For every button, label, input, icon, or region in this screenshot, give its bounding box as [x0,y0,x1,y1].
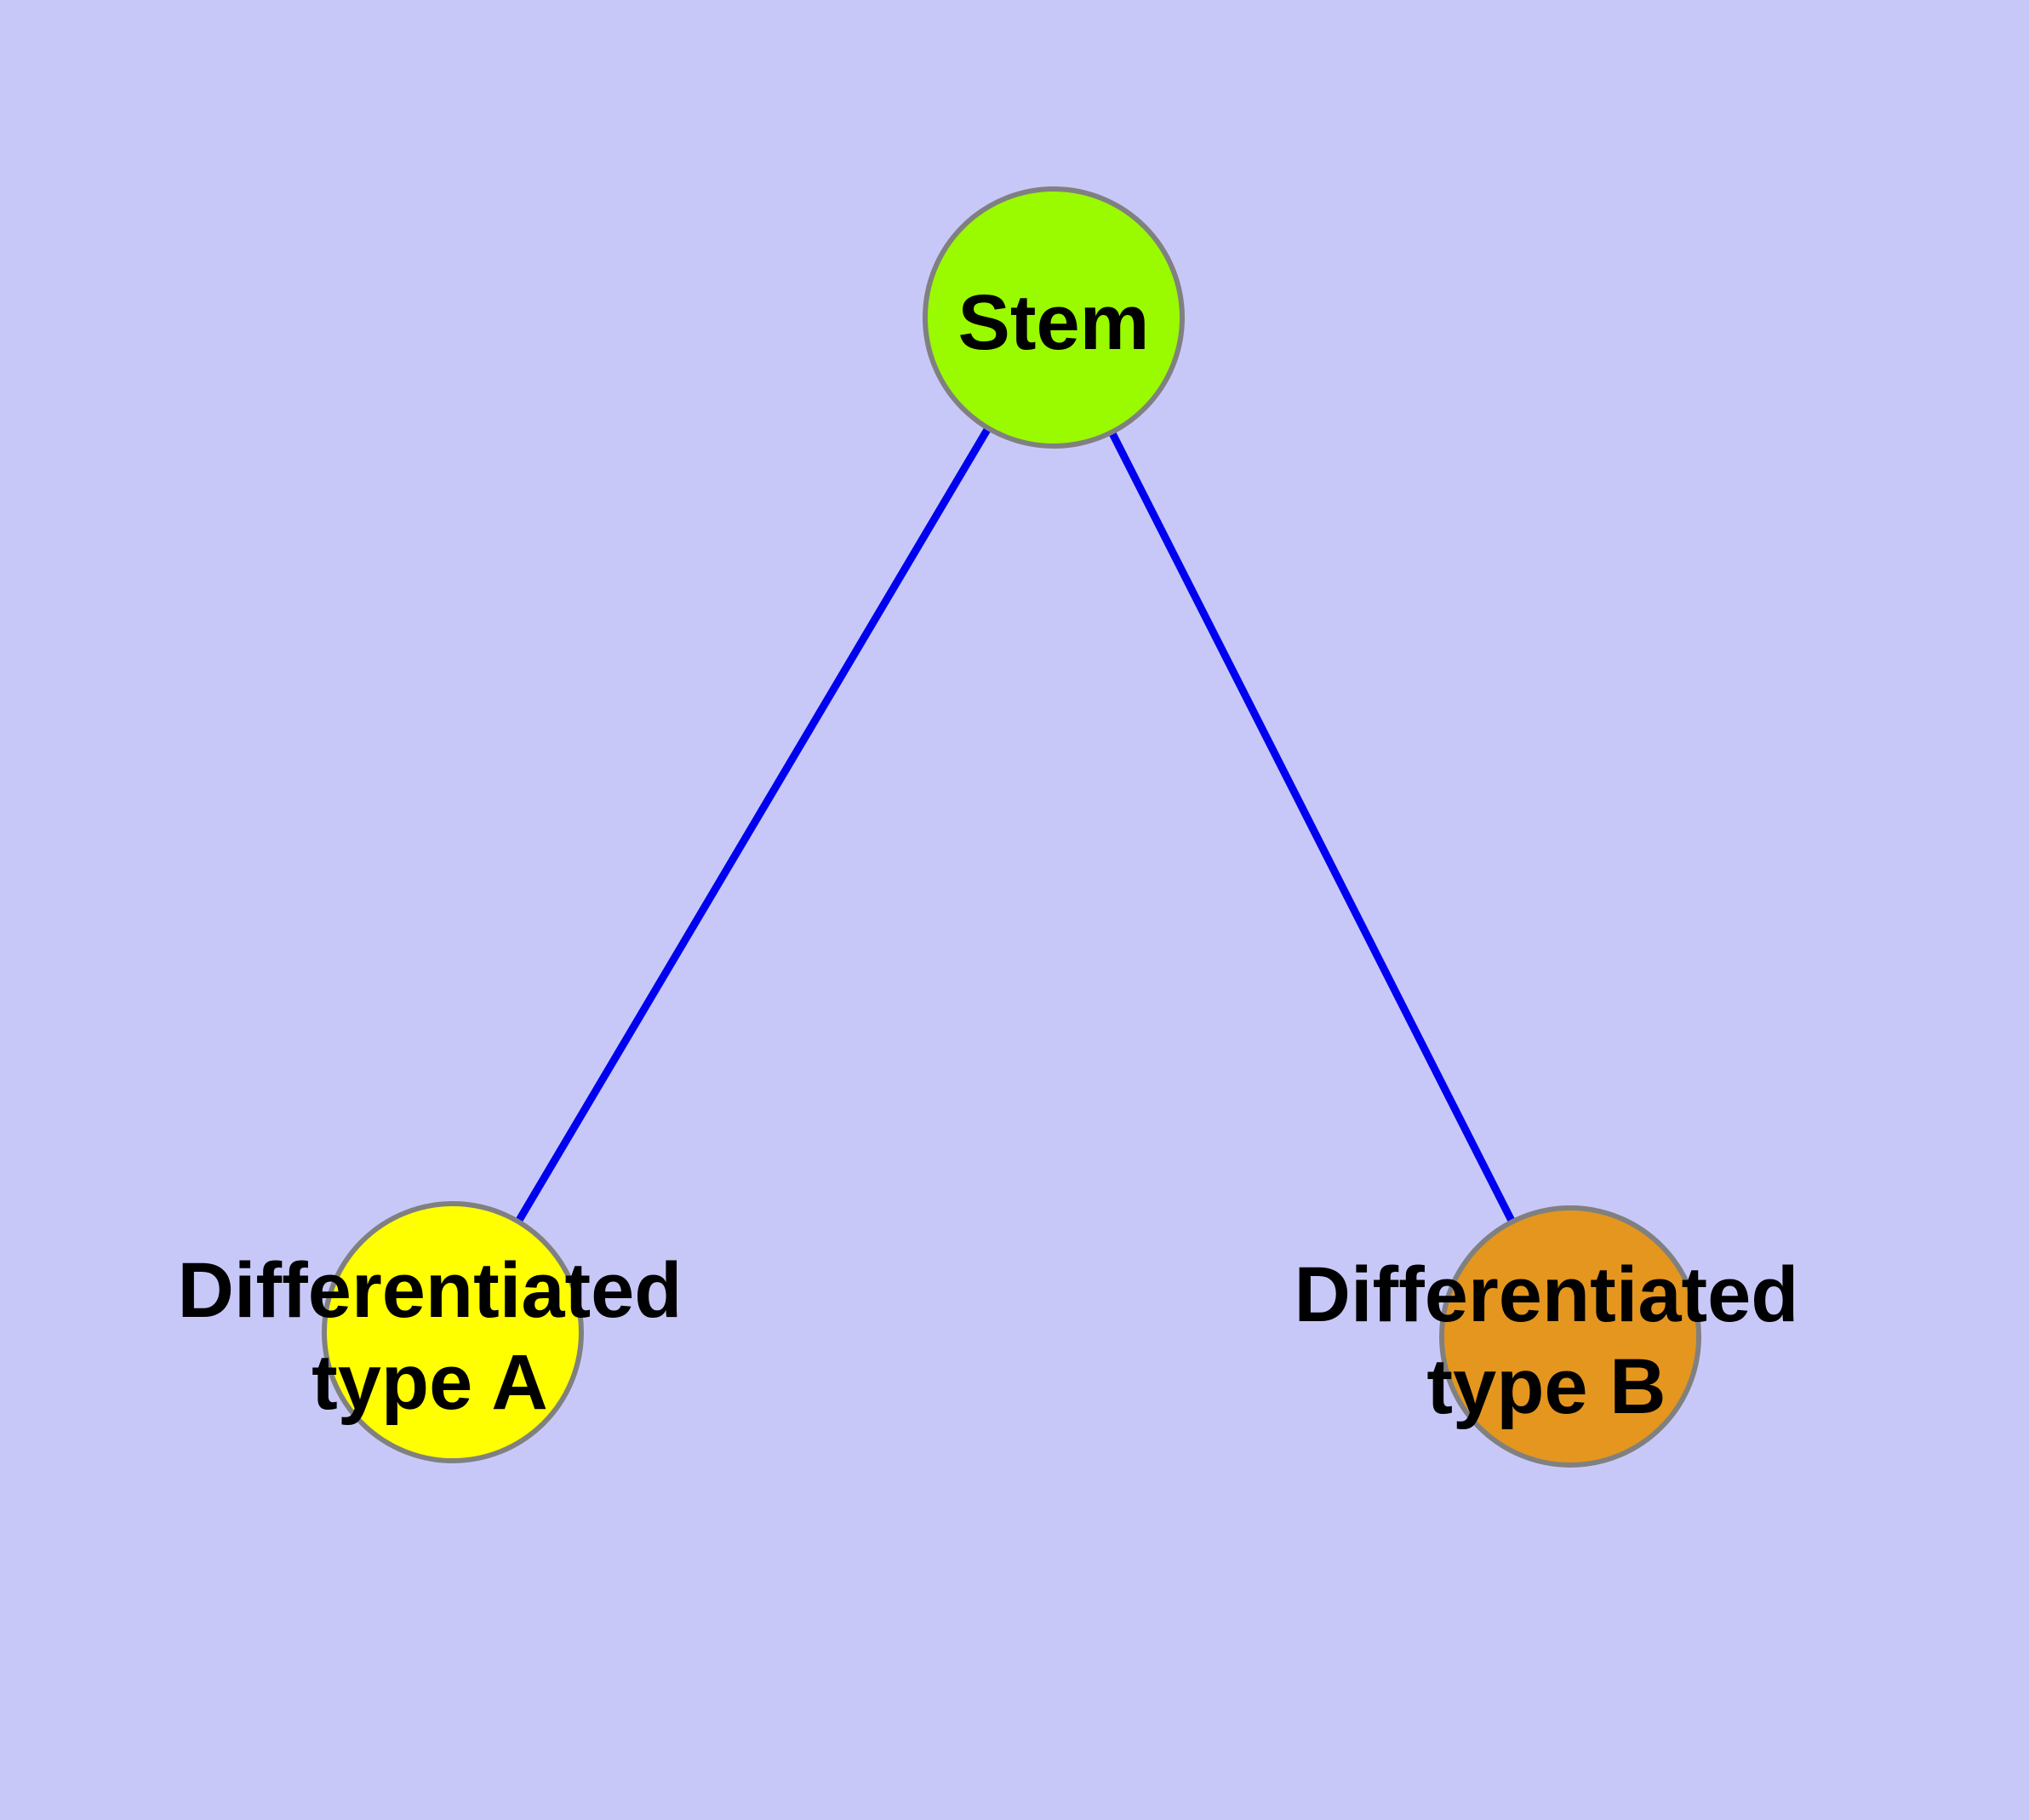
edge-stem-to-type-a [449,315,1057,1335]
edge-stem-to-type-b [1049,315,1575,1339]
node-type-a-circle [322,1201,584,1463]
node-type-b-circle [1439,1205,1701,1468]
node-type-b-label-line-1: Differentiated [1295,1251,1799,1338]
node-stem-label: Stem [958,279,1150,366]
node-type-b-label-line-2: type B [1426,1343,1666,1430]
node-stem-circle [923,186,1185,449]
node-type-a-label-line-1: Differentiated [178,1247,683,1334]
node-type-a-label-line-2: type A [311,1339,548,1426]
